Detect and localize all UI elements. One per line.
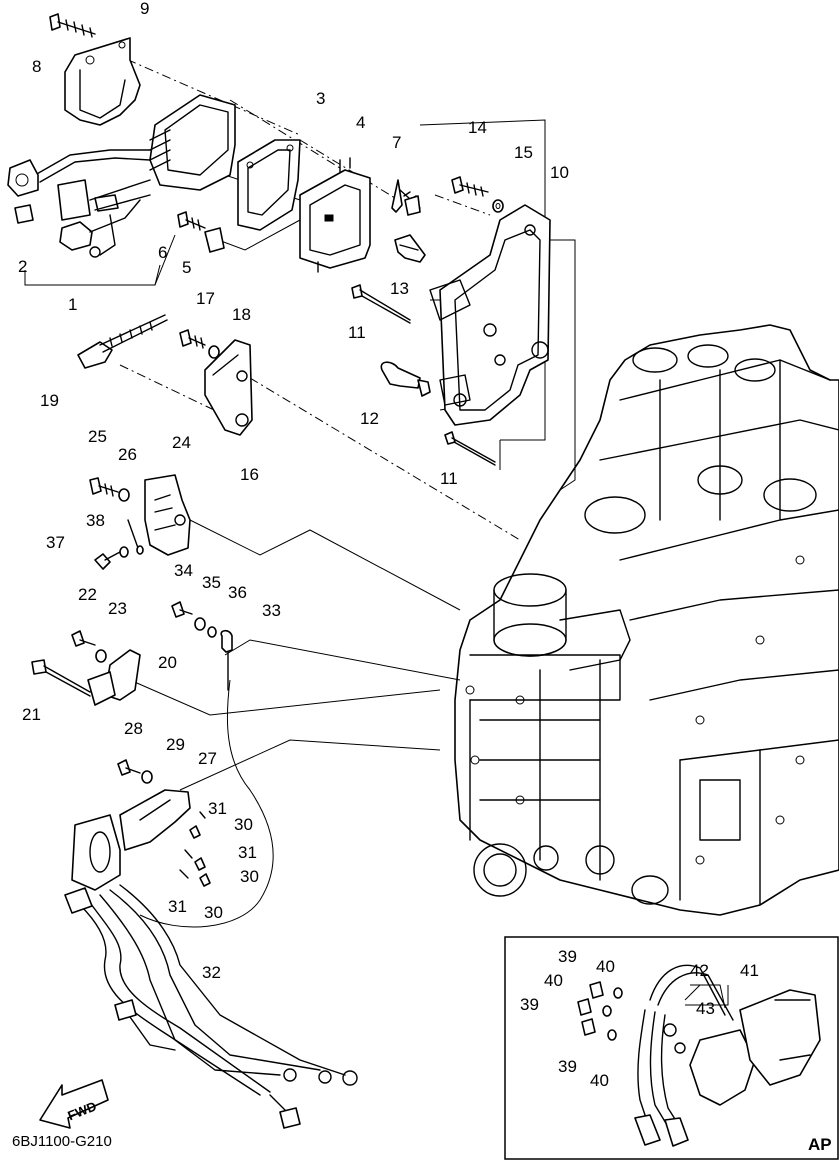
callout-2: 2 [18,257,27,276]
sensor-part-27 [71,789,191,891]
callout-39b: 39 [520,995,539,1014]
callout-31a: 31 [208,799,227,818]
callout-8: 8 [32,57,41,76]
callout-9: 9 [140,0,149,18]
callout-39c: 39 [558,1057,577,1076]
callout-3: 3 [316,89,325,108]
callout-40a: 40 [596,957,615,976]
bracket-part-16 [204,339,253,436]
inset-ap: AP [504,936,839,1160]
washer-part-18 [208,345,220,359]
callout-40b: 40 [544,971,563,990]
callout-30c: 30 [204,903,223,922]
bolt-part-25 [89,477,119,497]
screws-part-30-31 [179,811,211,887]
callout-26: 26 [118,445,137,464]
callout-27: 27 [198,749,217,768]
callout-1: 1 [68,295,77,314]
terminal-part-33 [220,629,233,691]
callout-14: 14 [468,118,487,137]
engine-block [454,324,839,916]
gasket-part-3 [237,139,301,231]
callout-4: 4 [356,113,365,132]
callout-22: 22 [78,585,97,604]
callout-29: 29 [166,735,185,754]
cable-tie-part-11-lower [444,431,496,466]
bolt-part-37 [94,551,121,570]
callout-36: 36 [228,583,247,602]
callout-11a: 11 [348,323,366,342]
callout-37: 37 [46,533,65,552]
callout-7: 7 [392,133,401,152]
washer-part-23 [95,649,107,663]
callout-18: 18 [232,305,251,324]
callout-21: 21 [22,705,41,724]
bolt-part-6 [177,211,206,231]
callout-15: 15 [514,143,533,162]
clip-part-13 [394,234,426,263]
callout-39a: 39 [558,947,577,966]
washer-part-15 [492,199,504,213]
bolt-part-22 [71,630,96,647]
callout-12: 12 [360,409,379,428]
callout-38: 38 [86,511,105,530]
callout-41: 41 [740,961,759,980]
callout-31b: 31 [238,843,257,862]
callout-10: 10 [550,163,569,182]
bolt-part-21 [31,659,91,697]
fwd-arrow-icon: FWD [39,1079,109,1129]
bracket-part-24 [144,474,191,556]
callout-30b: 30 [240,867,259,886]
callout-42: 42 [690,961,709,980]
bolt-part-34 [171,601,193,618]
clip-part-5 [204,227,225,253]
callout-17: 17 [196,289,215,308]
cover-part-4 [299,157,371,273]
callout-24: 24 [172,433,191,452]
ignition-module-part-1 [7,94,236,258]
bracket-part-9 [64,37,141,126]
callout-labels: 9 8 3 4 7 14 15 10 6 5 2 1 13 11 17 18 1… [18,0,759,1090]
wire-harness-part-32 [64,884,358,1129]
washer-part-38 [119,519,144,558]
washer-part-26 [118,488,130,502]
washer-part-29 [141,770,153,784]
callout-16: 16 [240,465,259,484]
clamp-part-12 [380,361,431,397]
callout-20: 20 [158,653,177,672]
diagram-code: 6BJ1100-G210 [12,1133,112,1150]
callout-25: 25 [88,427,107,446]
bolt-part-8 [49,13,96,38]
callout-43: 43 [696,999,715,1018]
cable-tie-part-19 [77,314,168,369]
bolt-part-14 [451,176,489,197]
callout-30a: 30 [234,815,253,834]
cable-tie-part-11-upper [351,284,411,324]
callout-32: 32 [202,963,221,982]
callout-40c: 40 [590,1071,609,1090]
bolt-part-28 [117,759,141,776]
callout-6: 6 [158,243,167,262]
callout-13: 13 [390,279,409,298]
bracket-plate-part-10 [429,204,551,426]
inset-label: AP [808,1135,832,1154]
callout-33: 33 [262,601,281,620]
callout-35: 35 [202,573,221,592]
callout-34: 34 [174,561,193,580]
callout-31c: 31 [168,897,187,916]
callout-23: 23 [108,599,127,618]
callout-11b: 11 [440,469,458,488]
callout-19: 19 [40,391,59,410]
washer-part-36 [207,626,217,638]
callout-5: 5 [182,258,191,277]
bolt-part-17 [179,329,206,349]
bolt-part-7 [391,179,421,216]
bracket-part-20 [87,649,141,706]
washer-part-35 [194,617,206,631]
callout-28: 28 [124,719,143,738]
